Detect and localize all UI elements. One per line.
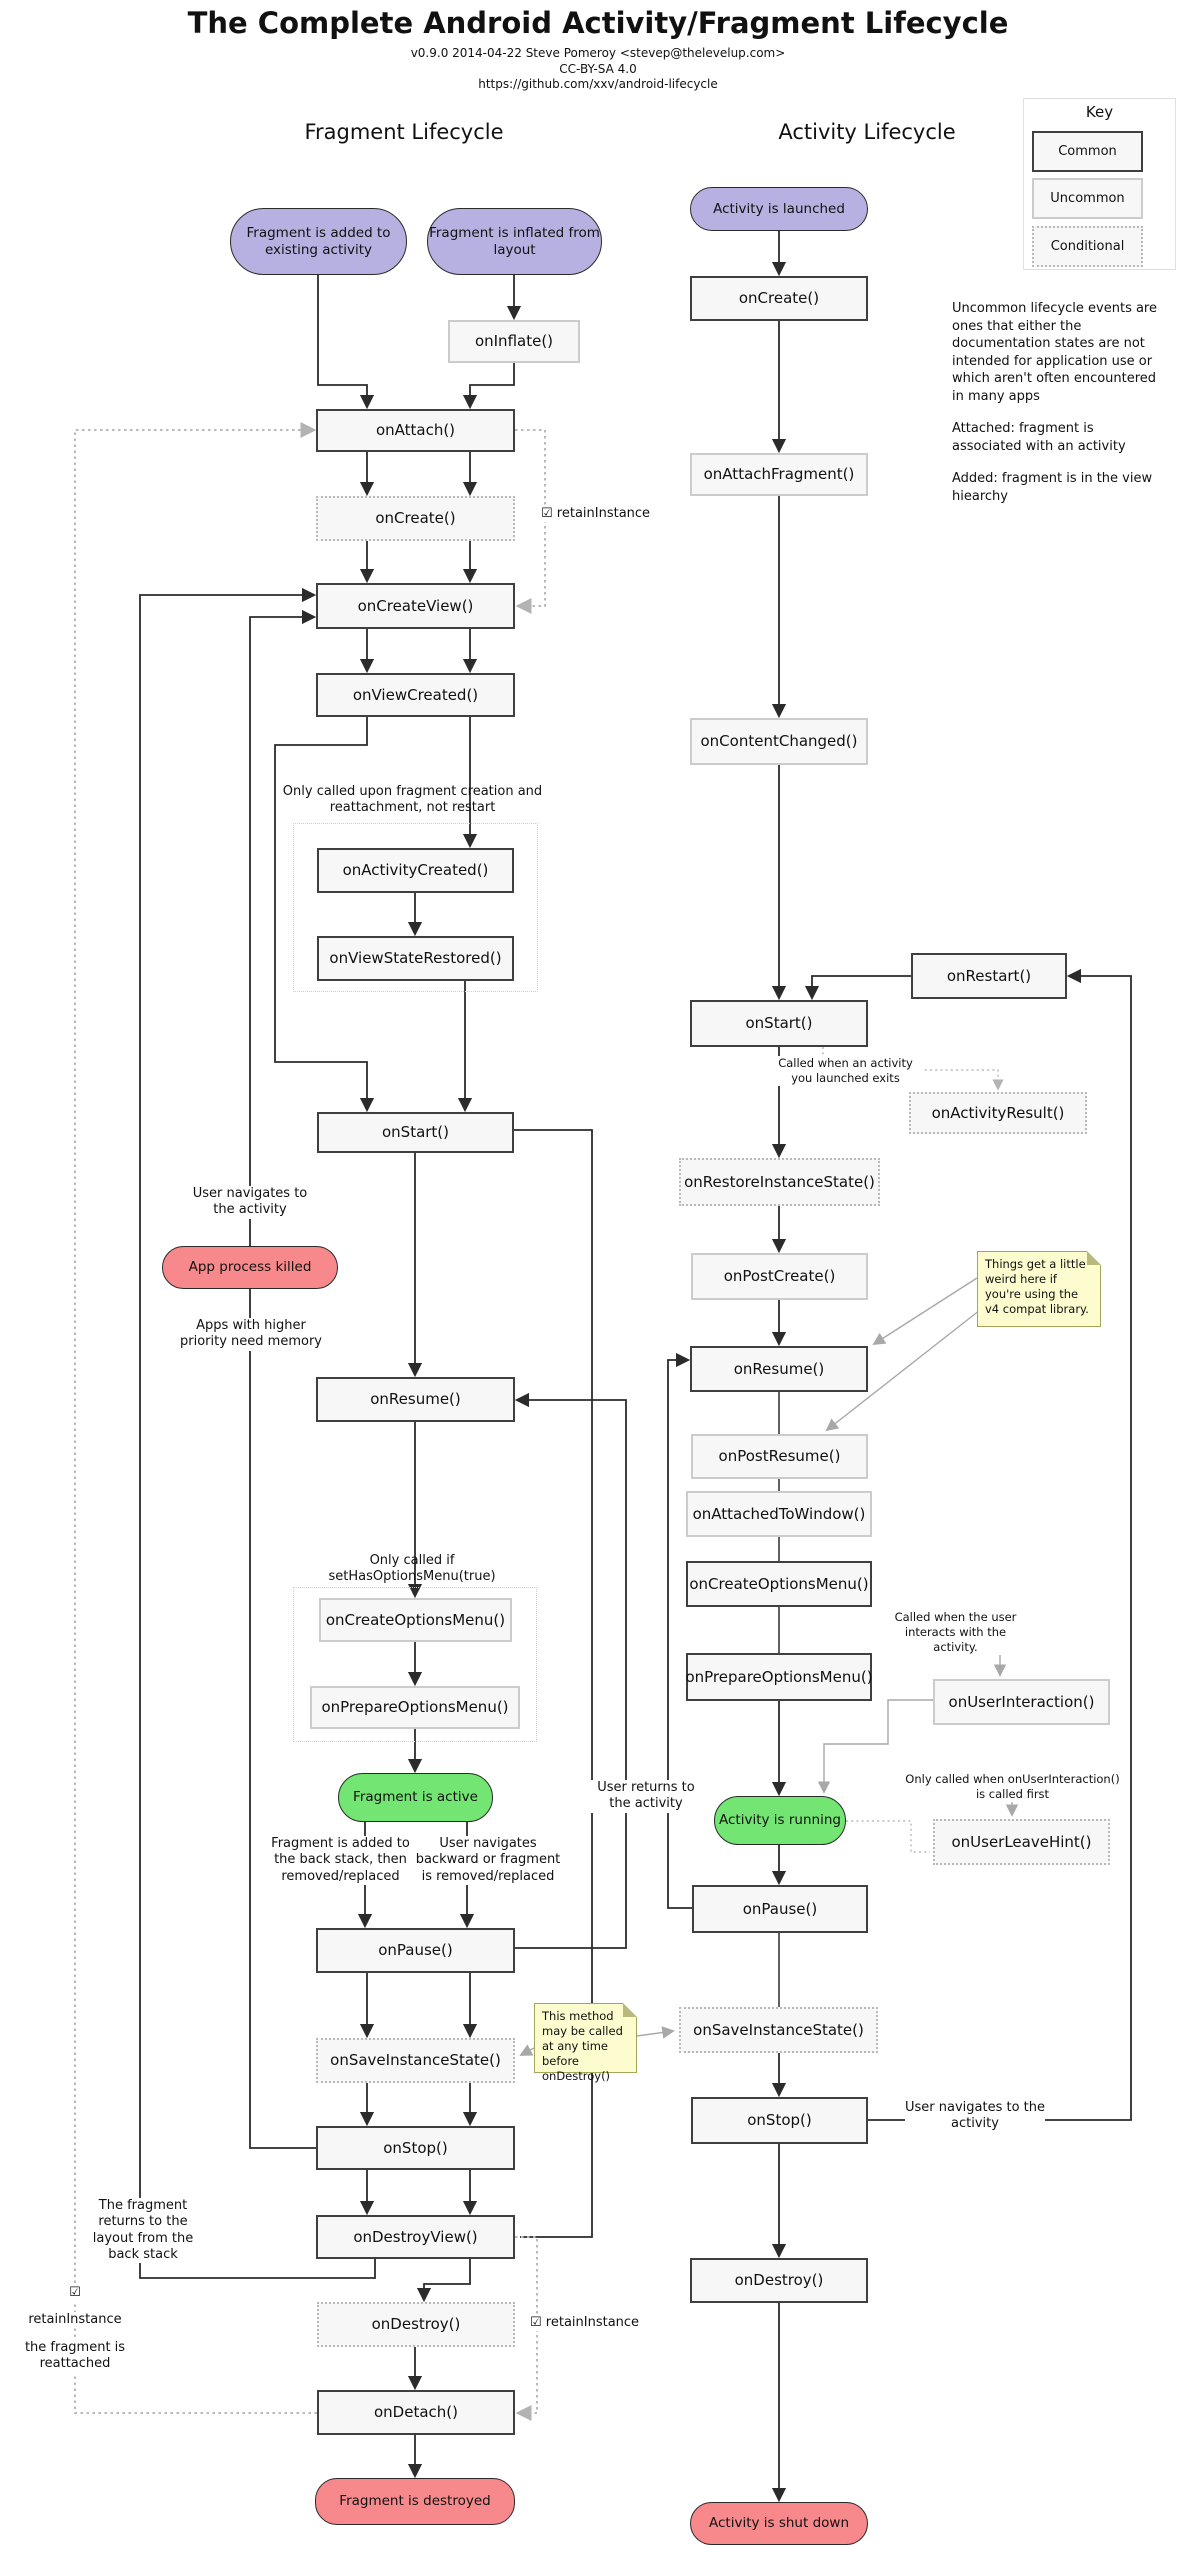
checkbox-icon: ☑ [45, 2285, 105, 2302]
frag-onPause: onPause() [316, 1928, 515, 1973]
license-line: CC-BY-SA 4.0 [559, 62, 637, 76]
fragment-added-pill: Fragment is added to existing activity [230, 208, 407, 275]
creation-group-label: Only called upon fragment creation and r… [282, 784, 543, 816]
act-onAttachFragment: onAttachFragment() [690, 453, 868, 496]
frag-onStop: onStop() [316, 2126, 515, 2170]
activity-column-title: Activity Lifecycle [778, 120, 956, 144]
act-onPause: onPause() [692, 1885, 868, 1933]
higher-priority-label: Apps with higher priority need memory [172, 1318, 330, 1351]
retain-instance-mid-label: ☑ retainInstance [541, 506, 666, 523]
activity-shutdown-pill: Activity is shut down [690, 2502, 868, 2545]
fragment-column-title: Fragment Lifecycle [304, 120, 504, 144]
uncommon-paragraph: Uncommon lifecycle events are ones that … [952, 301, 1157, 404]
frag-onSaveInstanceState: onSaveInstanceState() [316, 2038, 515, 2083]
act-onActivityResult: onActivityResult() [909, 1092, 1087, 1134]
frag-onDestroyView: onDestroyView() [316, 2215, 515, 2259]
frag-onDetach: onDetach() [317, 2390, 515, 2435]
v4-note-text: Things get a little weird here if you're… [985, 1257, 1089, 1316]
act-onRestoreInstanceState: onRestoreInstanceState() [679, 1158, 880, 1206]
attached-paragraph: Attached: fragment is associated with an… [952, 421, 1126, 454]
act-onCreateOptionsMenu: onCreateOptionsMenu() [686, 1561, 872, 1607]
key-title: Key [1085, 103, 1114, 121]
act-onPostResume: onPostResume() [691, 1434, 868, 1479]
act-onPrepareOptionsMenu: onPrepareOptionsMenu() [685, 1653, 873, 1701]
v4-compat-note: Things get a little weird here if you're… [977, 1251, 1101, 1327]
key-conditional: Conditional [1032, 226, 1143, 267]
act-onUserInteraction: onUserInteraction() [933, 1679, 1110, 1725]
explanatory-text: Uncommon lifecycle events are ones that … [952, 300, 1162, 520]
frag-onStart: onStart() [317, 1112, 514, 1153]
activity-running-pill: Activity is running [714, 1796, 846, 1845]
added-paragraph: Added: fragment is in the view hiearchy [952, 471, 1153, 504]
frag-onActivityCreated: onActivityCreated() [317, 848, 514, 893]
act-onStart: onStart() [690, 1000, 868, 1047]
act-onCreate: onCreate() [690, 276, 868, 321]
frag-onDestroy: onDestroy() [317, 2302, 515, 2347]
retain-instance-left-label: retainInstance [5, 2312, 145, 2329]
frag-onInflate: onInflate() [448, 320, 580, 363]
act-onStop: onStop() [691, 2097, 868, 2144]
frag-onCreateOptionsMenu: onCreateOptionsMenu() [319, 1598, 512, 1642]
retain-instance-bottom-label: ☑ retainInstance [530, 2315, 655, 2332]
connectors [139, 231, 1132, 2503]
user-navigates-activity-label: User navigates to the activity [905, 2100, 1046, 2133]
note-pointers [519, 1277, 1019, 2056]
fragment-destroyed-pill: Fragment is destroyed [315, 2478, 515, 2525]
returns-layout-label: The fragment returns to the layout from … [78, 2198, 208, 2263]
frag-onPrepareOptionsMenu: onPrepareOptionsMenu() [310, 1686, 520, 1729]
url-line: https://github.com/xxv/android-lifecycle [478, 77, 718, 91]
act-onAttachedToWindow: onAttachedToWindow() [686, 1491, 872, 1537]
version-line: v0.9.0 2014-04-22 Steve Pomeroy <stevep@… [410, 46, 786, 60]
frag-onResume: onResume() [316, 1377, 515, 1422]
note-fold-icon [623, 2003, 637, 2017]
fragment-inflated-pill: Fragment is inflated from layout [427, 208, 602, 275]
creation-group-box [293, 823, 538, 992]
options-menu-group-label: Only called if setHasOptionsMenu(true) [328, 1553, 496, 1585]
activity-launched-pill: Activity is launched [690, 187, 868, 231]
act-onResume: onResume() [690, 1346, 868, 1392]
act-onSaveInstanceState: onSaveInstanceState() [679, 2007, 878, 2053]
save-instance-note: This method may be called at any time be… [534, 2003, 637, 2083]
key-panel: Key Common Uncommon Conditional [1023, 98, 1176, 270]
backstack-label: Fragment is added to the back stack, the… [268, 1836, 413, 1885]
key-uncommon: Uncommon [1032, 178, 1143, 219]
user-navigates-label: User navigates to the activity [185, 1186, 315, 1219]
key-common: Common [1032, 131, 1143, 172]
frag-onViewCreated: onViewCreated() [316, 673, 515, 717]
frag-onCreateView: onCreateView() [316, 583, 515, 629]
act-onDestroy: onDestroy() [690, 2258, 868, 2303]
note-fold-icon [1087, 1251, 1101, 1265]
retain-reattached-label: the fragment is reattached [5, 2340, 145, 2373]
launched-exits-label: Called when an activity you launched exi… [768, 1056, 923, 1086]
navigate-back-label: User navigates backward or fragment is r… [414, 1836, 562, 1885]
save-note-text: This method may be called at any time be… [542, 2009, 623, 2083]
fragment-active-pill: Fragment is active [338, 1773, 493, 1822]
act-onRestart: onRestart() [911, 953, 1067, 999]
frag-onCreate: onCreate() [316, 496, 515, 541]
user-interacts-label: Called when the user interacts with the … [888, 1610, 1023, 1655]
frag-onAttach: onAttach() [316, 409, 515, 452]
act-onPostCreate: onPostCreate() [691, 1253, 868, 1300]
only-user-interaction-label: Only called when onUserInteraction() is … [905, 1772, 1120, 1802]
frag-onViewStateRestored: onViewStateRestored() [317, 936, 514, 981]
act-onContentChanged: onContentChanged() [690, 718, 868, 765]
act-onUserLeaveHint: onUserLeaveHint() [933, 1819, 1110, 1865]
user-returns-label: User returns to the activity [585, 1780, 707, 1813]
app-process-killed-pill: App process killed [162, 1246, 338, 1289]
page-title: The Complete Android Activity/Fragment L… [187, 6, 1009, 40]
